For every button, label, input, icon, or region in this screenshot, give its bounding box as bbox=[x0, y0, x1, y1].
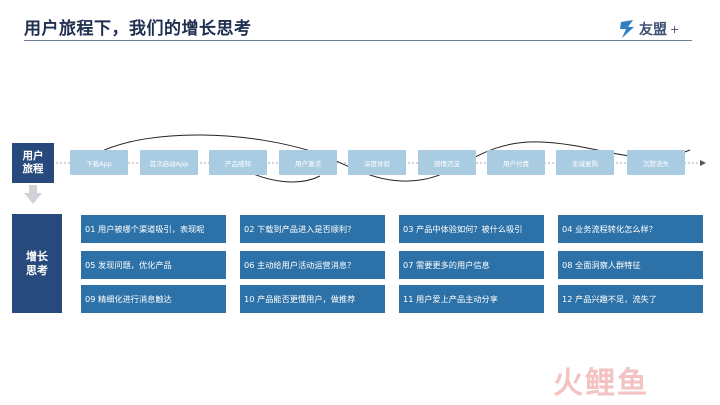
logo-plus: + bbox=[670, 22, 680, 36]
journey-label: 用户旅程 bbox=[12, 143, 54, 183]
thinking-item: 06 主动给用户活动运营消息？ bbox=[240, 251, 385, 279]
thinking-label: 增长思考 bbox=[12, 214, 62, 313]
journey-stage: 沉默流失 bbox=[627, 150, 685, 175]
thinking-item: 08 全面洞察人群特征 bbox=[558, 251, 703, 279]
journey-stage: 产品感知 bbox=[209, 150, 267, 175]
thinking-item: 07 需要更多的用户信息 bbox=[399, 251, 544, 279]
watermark: 火鲤鱼 bbox=[553, 358, 649, 402]
journey-stage: 深度体验 bbox=[348, 150, 406, 175]
thinking-item: 11 用户爱上产品主动分享 bbox=[399, 285, 544, 313]
thinking-item: 03 产品中体验如何？被什么吸引 bbox=[399, 215, 544, 243]
thinking-item: 01 用户被哪个渠道吸引，表现呢 bbox=[81, 215, 226, 243]
umeng-logo: 友盟 + bbox=[618, 18, 679, 40]
journey-stage: 首次启动App bbox=[140, 150, 198, 175]
thinking-item: 10 产品能否更懂用户，做推荐 bbox=[240, 285, 385, 313]
thinking-item: 05 发现问题，优化产品 bbox=[81, 251, 226, 279]
journey-label-text: 用户旅程 bbox=[22, 150, 44, 175]
thinking-item: 09 精细化进行消息触达 bbox=[81, 285, 226, 313]
journey-stage: 感情沉淀 bbox=[418, 150, 476, 175]
logo-text: 友盟 bbox=[639, 22, 667, 38]
title-divider bbox=[24, 40, 692, 41]
page-title: 用户旅程下，我们的增长思考 bbox=[24, 19, 252, 39]
watermark-text: 火鲤鱼 bbox=[553, 366, 649, 401]
umeng-logo-icon bbox=[620, 20, 634, 38]
thinking-item: 02 下载到产品进入是否顺利？ bbox=[240, 215, 385, 243]
thinking-item: 04 业务流程转化怎么样？ bbox=[558, 215, 703, 243]
thinking-item: 12 产品兴趣不足，流失了 bbox=[558, 285, 703, 313]
journey-stage: 忠诚复购 bbox=[556, 150, 614, 175]
thinking-label-text: 增长思考 bbox=[26, 249, 48, 277]
journey-stage: 用户激活 bbox=[279, 150, 337, 175]
down-arrow-icon bbox=[24, 185, 42, 204]
journey-stage: 用户付费 bbox=[487, 150, 545, 175]
journey-stage: 下载App bbox=[70, 150, 128, 175]
